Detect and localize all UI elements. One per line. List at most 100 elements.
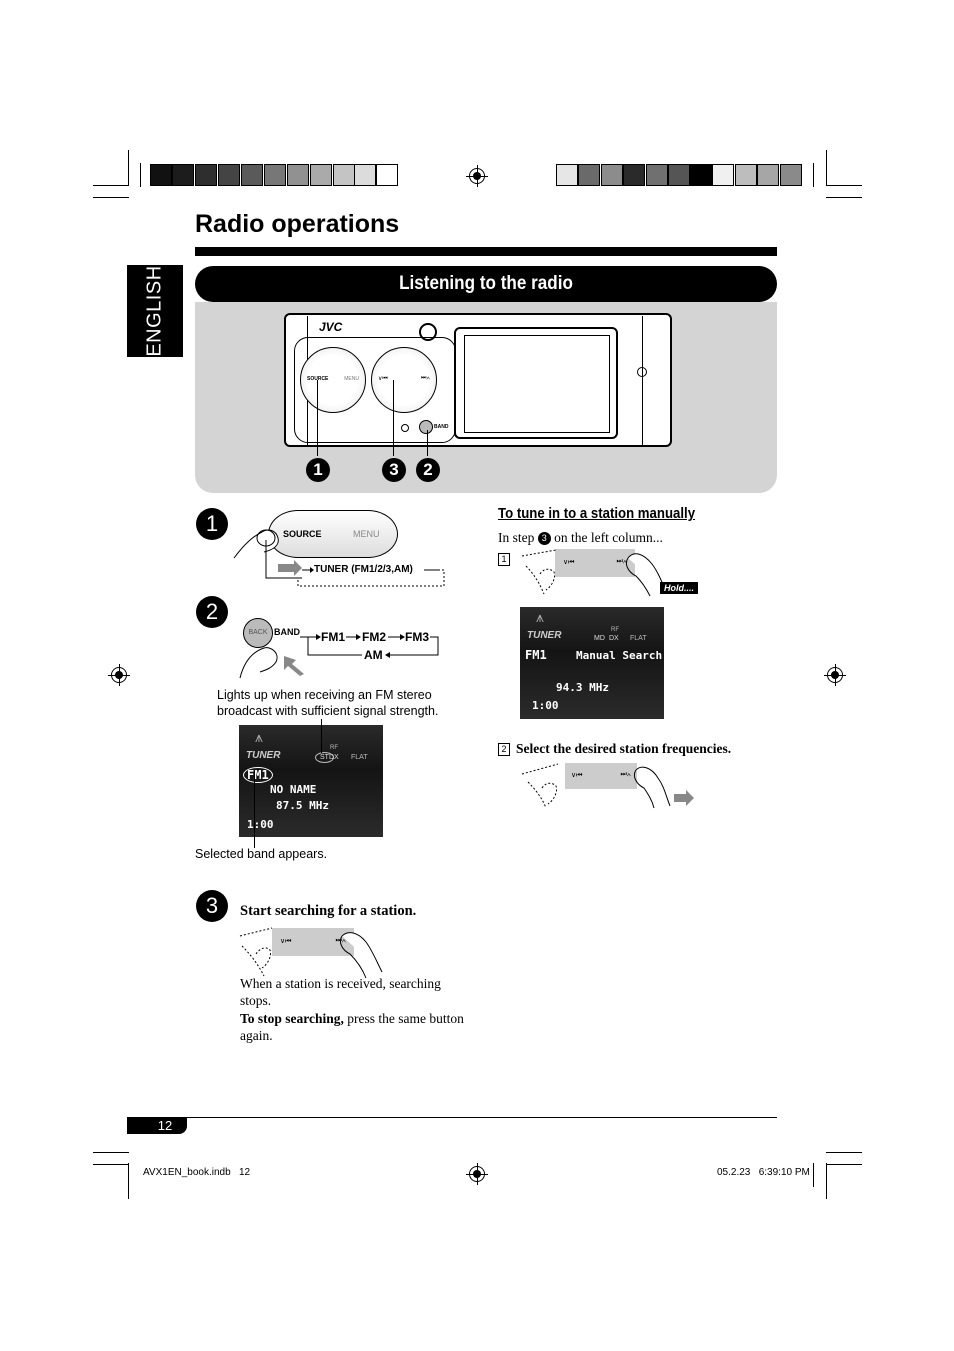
dx-indicator: DX [609,635,619,642]
manual-seek-closeup[interactable]: ∨⏮ ⏭∧ [555,549,635,577]
indicator-dot [401,424,409,432]
mode-display: Manual Search [576,649,663,662]
md-indicator: MD [594,635,605,642]
substep-2-text: Select the desired station frequencies. [516,741,732,756]
seek-back-icon: ∨⏮ [378,376,388,382]
callout-line-1 [317,380,318,456]
band-flow-arrows [300,634,439,658]
manual-seek-closeup-2[interactable]: ∨⏮ ⏭∧ [565,763,637,789]
power-button[interactable] [419,323,437,341]
registration-mark [108,664,130,686]
flat-indicator: FLAT [351,754,368,761]
source-knob[interactable]: SOURCE MENU [300,347,366,413]
screen [464,335,610,433]
source-knob-closeup[interactable]: SOURCE MENU [268,510,398,558]
head-unit: JVC SOURCE MENU ∨⏮ ⏭∧ BAND [284,313,672,447]
fm1-label: FM1 [321,630,345,644]
section-title: Listening to the radio [399,273,573,294]
crop-mark [813,1163,814,1187]
antenna-icon: ⩚ [255,731,263,746]
tuner-label: TUNER [246,750,281,761]
seek-forward-icon: ⏭∧ [620,771,631,778]
manual-lcd: ⩚ TUNER RF MD DX FLAT FM1 Manual Search … [520,607,664,719]
frequency: 87.5 MHz [276,799,329,812]
page-title: Radio operations [195,210,400,238]
substep-1-marker: 1 [498,550,516,568]
step3-stop-note: To stop searching, press the same button… [240,1010,465,1044]
stereo-note: Lights up when receiving an FM stereo br… [217,688,439,718]
manual-intro: In step 3 on the left column... [498,530,663,546]
back-label: BACK [248,629,268,636]
st-pointer-line [321,719,322,753]
hold-badge: Hold.... [660,582,698,594]
menu-label: MENU [344,376,359,382]
callout-line-2 [427,430,428,456]
right-bracket [642,316,669,446]
intro-step-icon: 3 [537,532,551,545]
crop-mark [826,1164,862,1165]
registration-mark [824,664,846,686]
band-display: FM1 [525,648,547,662]
step-2-number: 2 [196,596,228,628]
source-flow-arrows [265,540,445,587]
st-indicator: ST [315,752,334,763]
seek-forward-icon: ⏭∧ [616,558,627,565]
step-3-number: 3 [196,890,228,922]
tuner-lcd: TUNER ⩚ RF ST DX FLAT FM1 NO NAME 87.5 M… [239,725,383,837]
frequency: 94.3 MHz [556,681,609,694]
step3-note: When a station is received, searching st… [240,976,441,1008]
section-banner: Listening to the radio [195,266,777,302]
crop-mark [93,1164,129,1165]
seek-back-icon: ∨⏮ [280,938,292,945]
crop-mark [826,150,827,186]
source-label: SOURCE [283,529,322,539]
title-rule [195,247,777,256]
back-band-button[interactable] [419,420,433,434]
footer-date: 05.2.23 6:39:10 PM [717,1167,810,1178]
band-pointer-line [254,770,255,848]
clock: 1:00 [532,699,559,712]
crop-mark [128,150,129,186]
crop-mark [826,185,862,186]
substep-2-row: 2 Select the desired station frequencies. [498,741,731,757]
finger-icon [239,927,383,979]
language-label: ENGLISH [143,265,166,357]
callout-line-3 [393,380,394,456]
back-band-closeup[interactable]: BACK [243,618,273,648]
callout-3: 3 [382,458,406,482]
intro-after: on the left column... [550,530,663,545]
crop-mark [826,1163,827,1199]
footer-file: AVX1EN_book.indb 12 [143,1167,251,1178]
band-note: Selected band appears. [195,847,328,861]
seek-forward-icon: ⏭∧ [420,375,430,381]
clock: 1:00 [247,818,274,831]
fm2-label: FM2 [362,630,386,644]
tuner-label: TUNER [527,630,562,641]
stop-bold: To stop searching, [240,1011,344,1026]
callout-1: 1 [306,458,330,482]
brand-logo: JVC [319,320,343,334]
language-tab: ENGLISH [127,265,183,357]
screen-frame [454,327,618,439]
finger-icon [521,763,694,809]
step-1-number: 1 [196,508,228,540]
callout-2: 2 [416,458,440,482]
crop-mark [140,163,141,187]
crop-mark [128,1163,129,1199]
substep-2-marker: 2 [498,743,510,757]
finger-icon [521,549,667,597]
crop-mark [826,197,862,198]
band-label: BAND [274,627,300,637]
aux-jack [637,367,647,377]
crop-mark [813,163,814,187]
registration-mark [466,1163,488,1185]
seek-knob[interactable]: ∨⏮ ⏭∧ [371,347,437,413]
registration-mark [466,165,488,187]
crop-mark [93,185,129,186]
intro-before: In step [498,530,538,545]
crop-mark [93,197,129,198]
page-number: 12 [157,1118,173,1133]
station-name: NO NAME [270,783,317,796]
seek-back-icon: ∨⏮ [571,772,583,779]
manual-heading: To tune in to a station manually [498,505,696,522]
